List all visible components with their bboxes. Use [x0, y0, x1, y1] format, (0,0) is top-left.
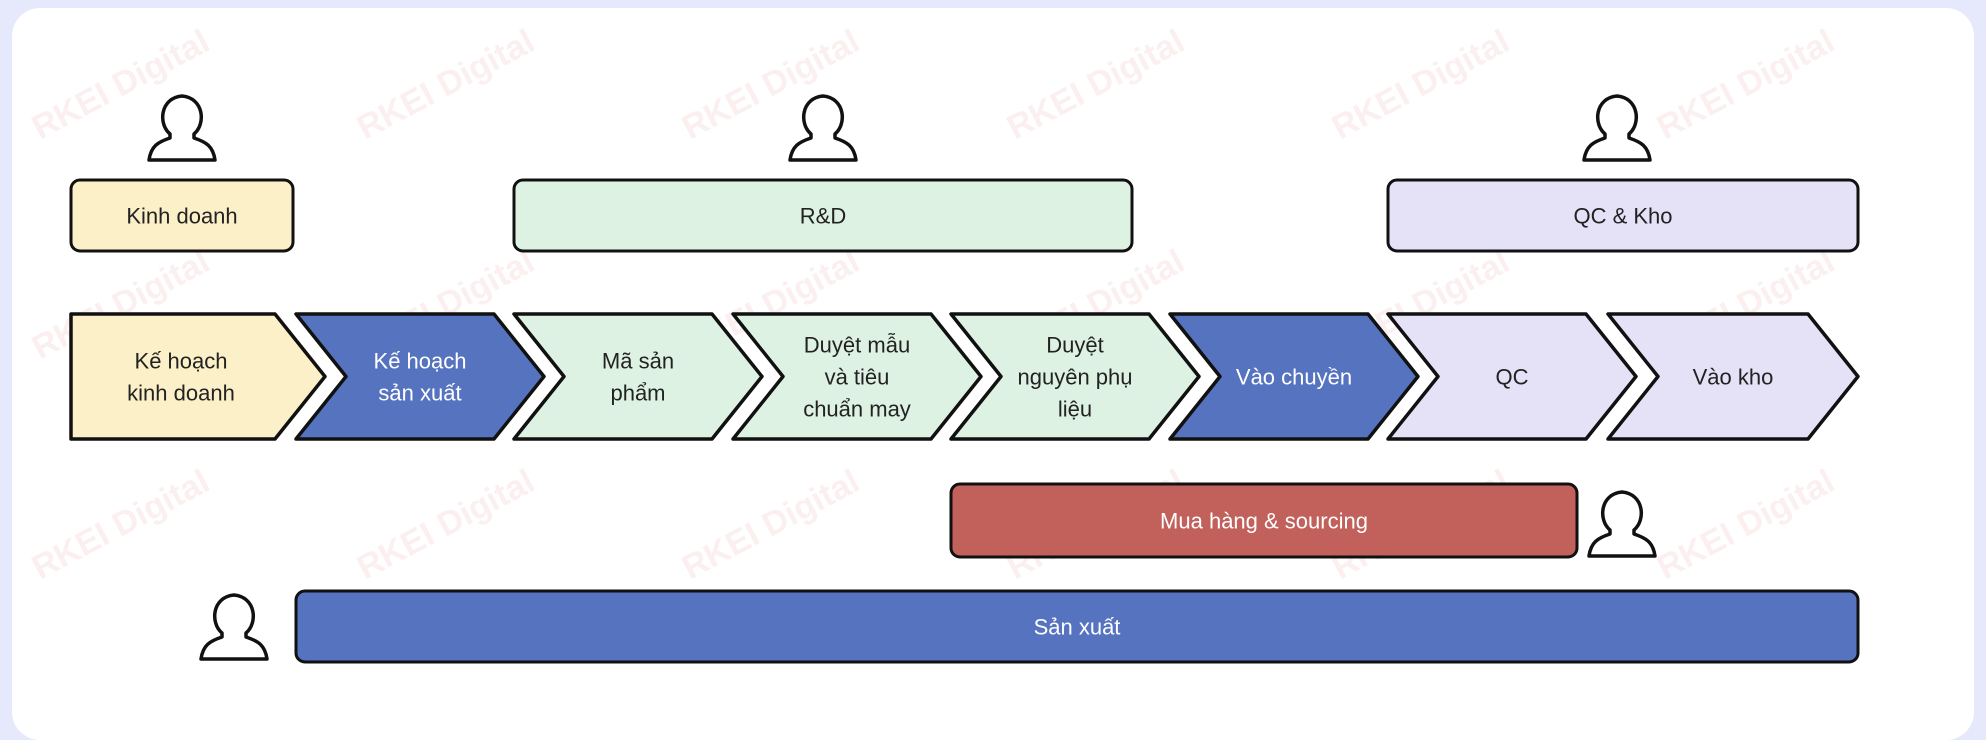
step-label-line: Duyệt [1046, 333, 1103, 358]
process-step: Kế hoạch kinh doanh [69, 312, 327, 441]
role-label-qc-kho: QC & Kho [1573, 204, 1672, 229]
process-step: Vào chuyền [1168, 312, 1420, 441]
step-label-line: chuẩn may [803, 397, 911, 422]
person-icons [147, 94, 1657, 661]
person-icon [1582, 94, 1652, 162]
step-label-line: phẩm [610, 381, 665, 406]
step-label-line: Mã sản [602, 349, 674, 374]
person-icon [788, 94, 858, 162]
process-step: Duyệt nguyên phụ liệu [949, 312, 1201, 441]
role-label-kinh-doanh: Kinh doanh [126, 204, 237, 229]
step-label-line: Kế hoạch [374, 349, 467, 374]
step-label-line: kinh doanh [127, 381, 235, 406]
process-step: Mã sản phẩm [512, 312, 764, 441]
role-box-san-xuat: Sản xuất [294, 589, 1860, 664]
role-box-qc-kho: QC & Kho [1386, 178, 1860, 253]
person-icon [1587, 490, 1657, 558]
step-label-line: Vào chuyền [1236, 365, 1352, 390]
step-label-line: Kế hoạch [135, 349, 228, 374]
process-step: Duyệt mẫu và tiêu chuẩn may [731, 312, 983, 441]
person-icon [199, 593, 269, 661]
role-box-kinh-doanh: Kinh doanh [69, 178, 295, 253]
role-box-mua-hang: Mua hàng & sourcing [949, 482, 1579, 559]
step-label-line: Duyệt mẫu [804, 333, 910, 358]
step-label-line: Vào kho [1693, 365, 1774, 390]
role-box-rnd: R&D [512, 178, 1134, 253]
step-label-line: và tiêu [825, 365, 890, 390]
process-step: Vào kho [1606, 312, 1860, 441]
step-label-line: sản xuất [378, 381, 461, 406]
process-step: Kế hoạch sản xuất [294, 312, 546, 441]
person-icon [147, 94, 217, 162]
step-label-line: QC [1496, 365, 1529, 390]
process-step: QC [1386, 312, 1638, 441]
process-steps: Kế hoạch kinh doanh Kế hoạch sản xuất Mã sản… [69, 312, 1860, 441]
step-label-line: liệu [1058, 397, 1092, 422]
role-label-mua-hang: Mua hàng & sourcing [1160, 509, 1368, 534]
step-label-line: nguyên phụ [1018, 365, 1133, 390]
role-label-san-xuat: Sản xuất [1034, 615, 1121, 640]
role-label-rnd: R&D [800, 204, 846, 229]
